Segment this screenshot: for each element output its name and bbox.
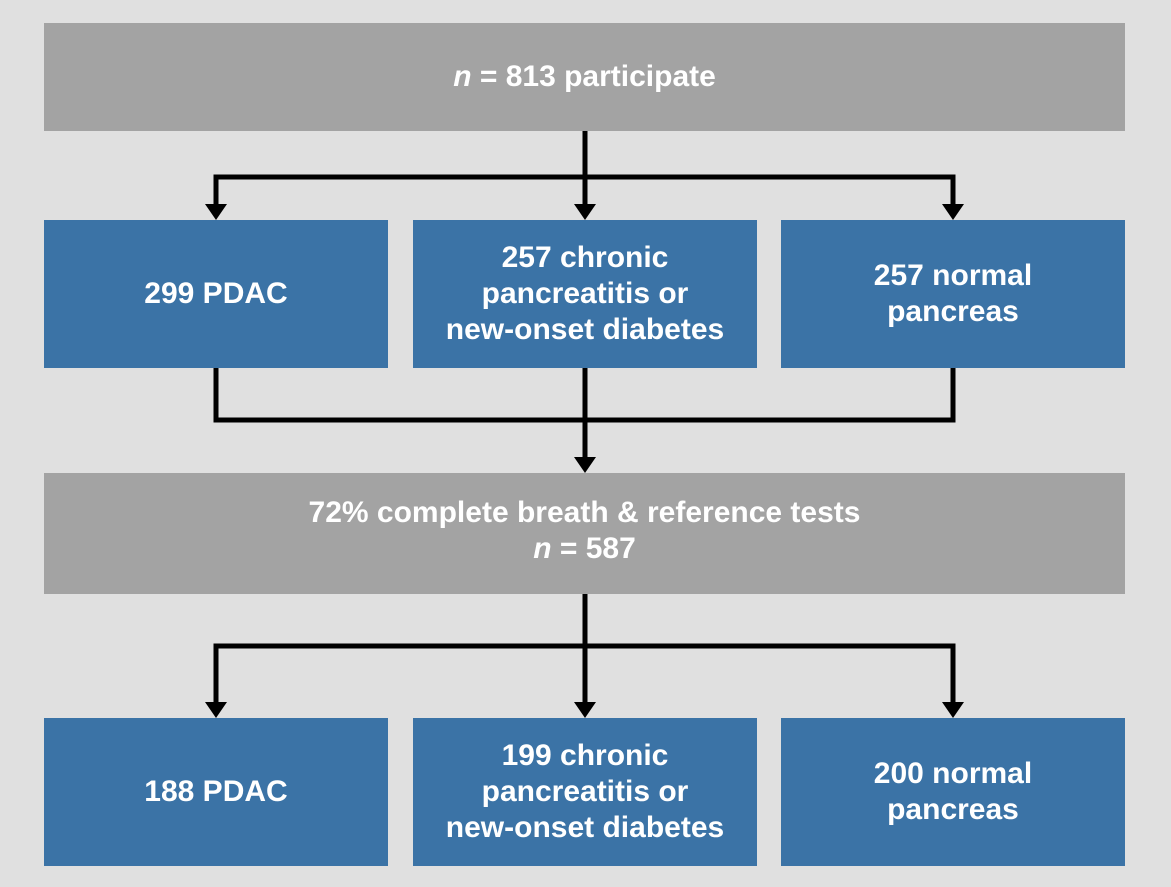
arrowhead-row1-right <box>942 204 964 220</box>
box-line: pancreas <box>887 793 1019 826</box>
complete-tests-text: 72% complete breath & reference tests <box>308 496 861 529</box>
box-line: 299 PDAC <box>144 277 288 310</box>
arrowhead-row1-center <box>574 204 596 220</box>
box-line: 257 normal <box>873 259 1033 292</box>
box-total-participants: n = 813 participate <box>44 23 1125 131</box>
connector-top-branch <box>213 174 956 207</box>
arrowhead-row1-left <box>205 204 227 220</box>
box-row1-pdac: 299 PDAC <box>44 220 388 368</box>
box-row1-normal-pancreas: 257 normal pancreas <box>781 220 1125 368</box>
box-row1-chronic-pancreatitis: 257 chronic pancreatitis or new-onset di… <box>413 220 757 368</box>
box-line: new-onset diabetes <box>445 313 725 346</box>
arrowhead-row2-center <box>574 702 596 718</box>
box-line: 188 PDAC <box>144 775 288 808</box>
box-row2-normal-pancreas: 200 normal pancreas <box>781 718 1125 866</box>
total-participants-text: = 813 participate <box>471 60 716 93</box>
box-line: new-onset diabetes <box>445 811 725 844</box>
box-line: pancreatitis or <box>481 775 689 808</box>
n-symbol: n <box>453 60 472 93</box>
box-line: pancreatitis or <box>481 277 689 310</box>
box-row2-chronic-pancreatitis: 199 chronic pancreatitis or new-onset di… <box>413 718 757 866</box>
box-line: 257 chronic <box>501 241 669 274</box>
arrowhead-middle <box>574 457 596 473</box>
box-line: pancreas <box>887 295 1019 328</box>
box-complete-tests: 72% complete breath & reference tests n … <box>44 473 1125 594</box>
box-line: 200 normal <box>873 757 1033 790</box>
arrowhead-row2-left <box>205 702 227 718</box>
box-line: 199 chronic <box>501 739 669 772</box>
box-row2-pdac: 188 PDAC <box>44 718 388 866</box>
arrowhead-row2-right <box>942 702 964 718</box>
complete-tests-n: = 587 <box>551 532 636 565</box>
connector-middle-branch <box>213 643 956 705</box>
complete-tests-count: n = 587 <box>309 531 861 567</box>
n-symbol: n <box>533 532 552 565</box>
